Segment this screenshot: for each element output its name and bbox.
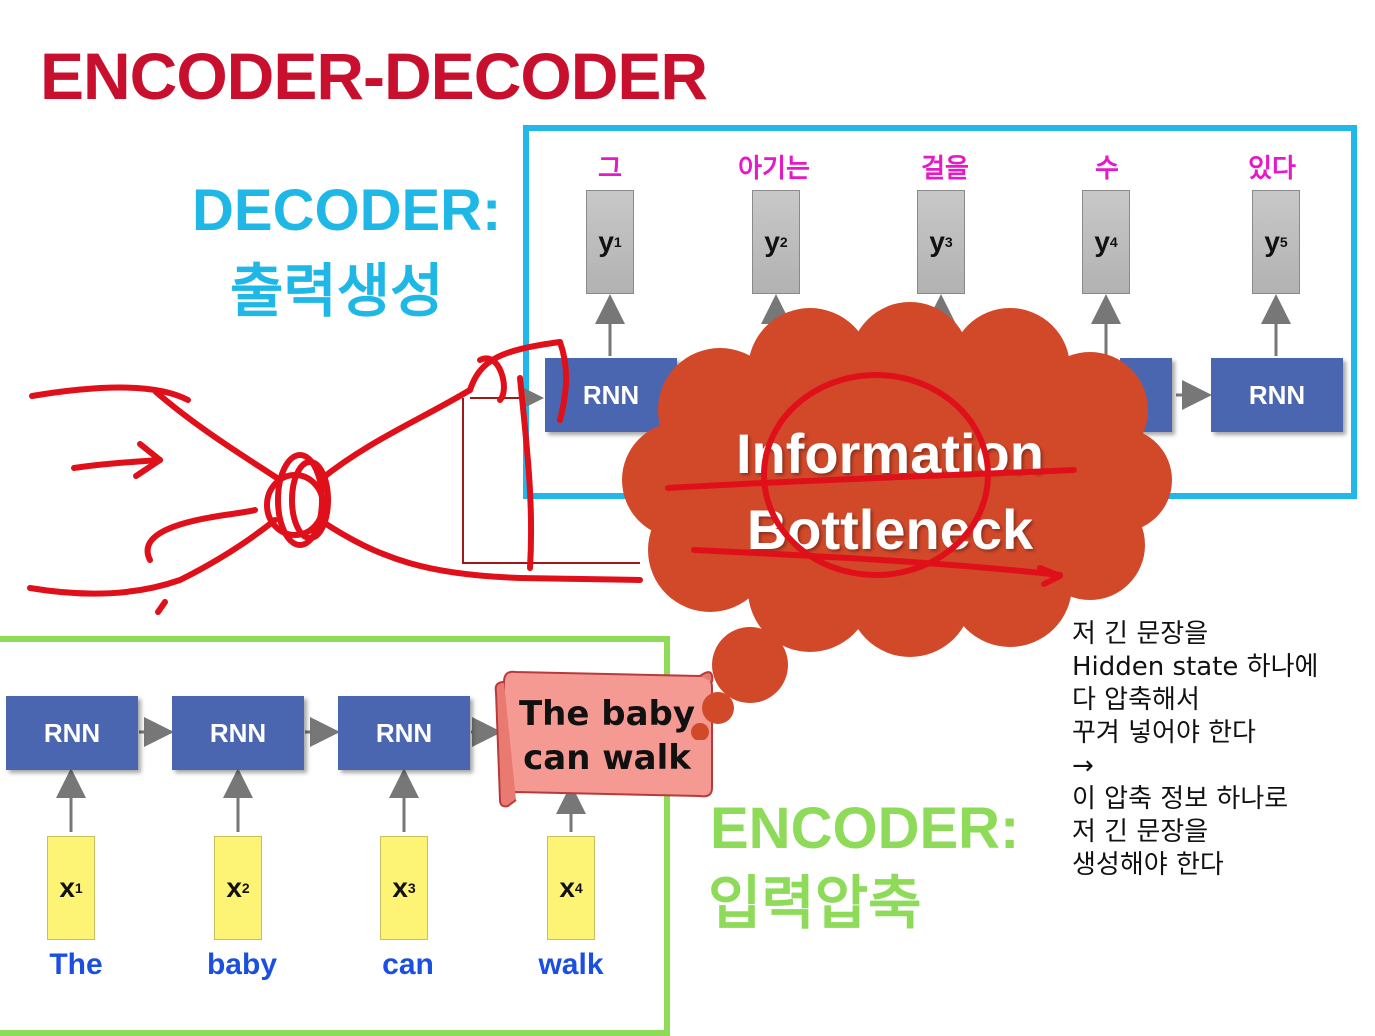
handwritten-annotation — [27, 339, 1077, 615]
page-title: ENCODER-DECODER — [40, 39, 708, 113]
scroll-line-2: can walk — [523, 738, 691, 778]
cloud-label: Information Bottleneck — [680, 416, 1100, 568]
scroll-label: The baby can walk — [512, 692, 702, 780]
output-word-4: 수 — [1095, 154, 1119, 184]
output-word-3: 걸을 — [921, 154, 969, 184]
output-word-1: 그 — [598, 154, 622, 184]
decoder-rnn-5: RNN — [1211, 358, 1343, 432]
decoder-label: DECODER: — [192, 178, 502, 243]
scroll-shape — [494, 670, 714, 808]
note-line: 다 압축해서 — [1072, 685, 1200, 715]
note-line: 이 압축 정보 하나로 — [1072, 784, 1289, 814]
encoder-rnn-3: RNN — [338, 696, 470, 770]
note-line: 저 긴 문장을 — [1072, 817, 1209, 847]
note-line: Hidden state 하나에 — [1072, 652, 1319, 682]
note-line: 생성해야 한다 — [1072, 850, 1224, 880]
output-word-2: 아기는 — [738, 154, 810, 184]
output-word-5: 있다 — [1248, 154, 1296, 184]
input-word-3: can — [382, 948, 434, 981]
note-line: 저 긴 문장을 — [1072, 619, 1209, 649]
encoder-sublabel: 입력압축 — [708, 869, 922, 937]
scroll-line-1: The baby — [518, 694, 696, 734]
input-word-1: The — [49, 948, 103, 981]
cloud-line-2: Bottleneck — [746, 498, 1034, 561]
input-word-2: baby — [206, 948, 278, 981]
input-word-4: walk — [538, 948, 604, 981]
note-text: 저 긴 문장을 Hidden state 하나에 다 압축해서 꾸겨 넣어야 한… — [1072, 618, 1318, 882]
encoder-label: ENCODER: — [710, 796, 1020, 861]
encoder-rnn-1: RNN — [6, 696, 138, 770]
encoder-up-arrows — [56, 768, 586, 832]
note-line: 꾸겨 넣어야 한다 — [1072, 718, 1256, 748]
decoder-sublabel: 출력생성 — [230, 257, 444, 325]
note-line: → — [1072, 751, 1094, 781]
encoder-rnn-2: RNN — [172, 696, 304, 770]
